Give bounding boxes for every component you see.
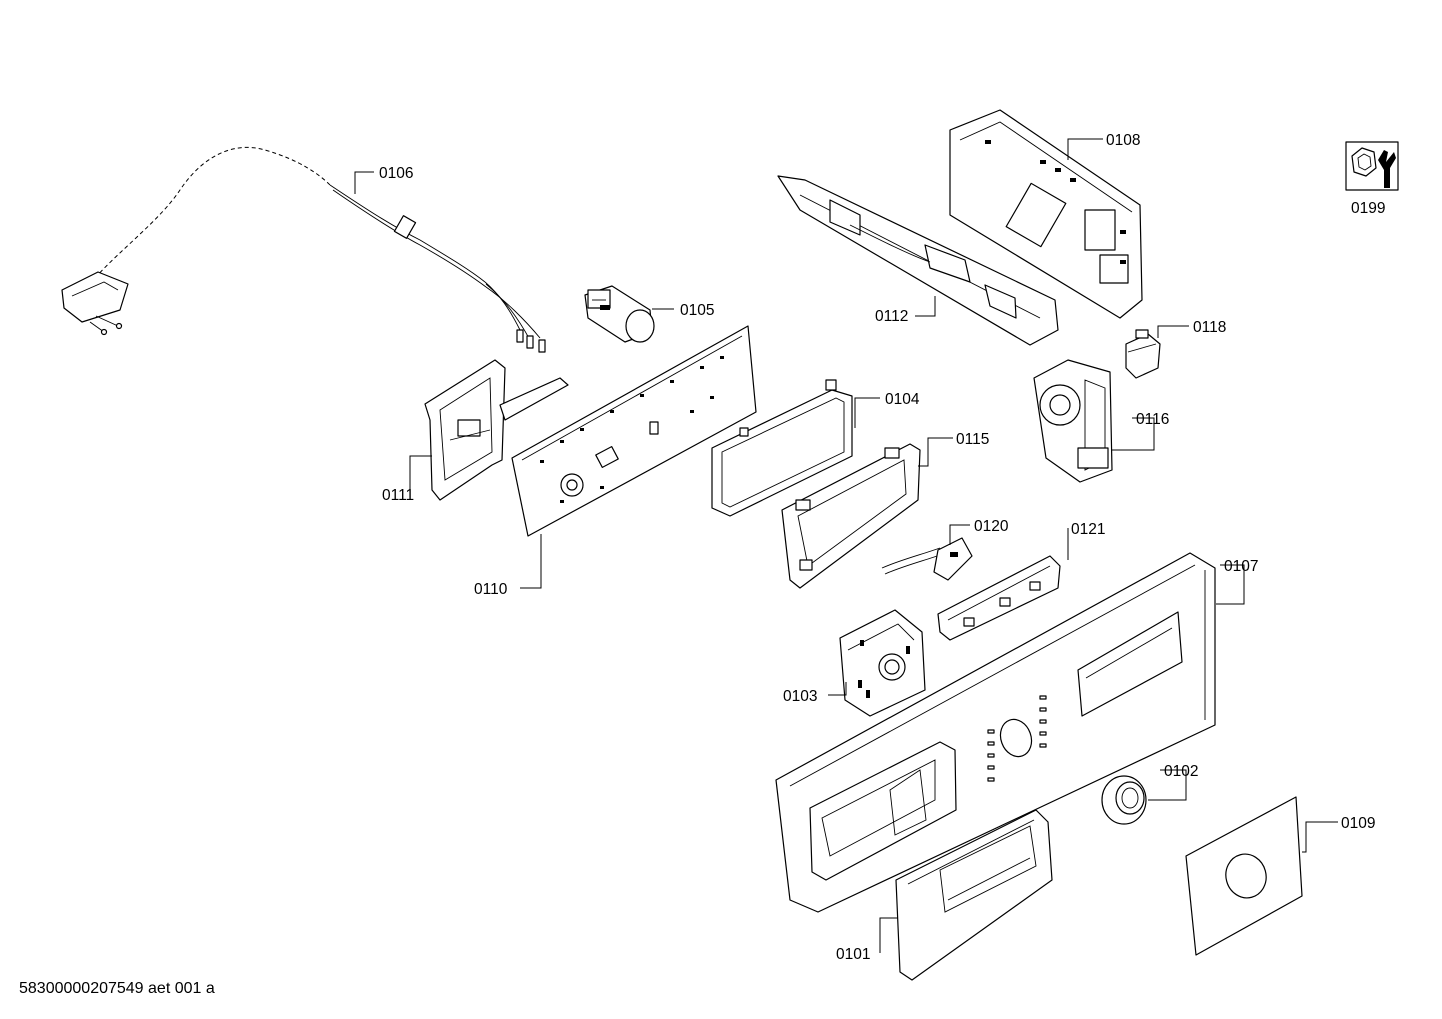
label-0104[interactable]: 0104 [885,391,920,408]
part-0107-control-fascia[interactable] [775,552,1216,913]
label-0110[interactable]: 0110 [474,581,508,598]
part-0111-bracket[interactable] [424,359,569,501]
label-0105[interactable]: 0105 [680,302,714,319]
drawing-reference-number: 58300000207549 aet 001 a [19,980,215,997]
part-0102-selector-knob[interactable] [1101,775,1147,825]
part-0112-support-rail[interactable] [777,175,1059,346]
label-0118[interactable]: 0118 [1193,319,1226,336]
part-0118-connector[interactable] [1125,329,1161,379]
label-0116[interactable]: 0116 [1136,411,1169,428]
part-0109-knob-trim[interactable] [1185,796,1303,956]
label-0109[interactable]: 0109 [1341,815,1375,832]
part-0104-display-window[interactable] [711,379,853,517]
label-0111[interactable]: 0111 [382,487,414,504]
part-0105-capacitor[interactable] [584,285,655,343]
label-0115[interactable]: 0115 [956,431,989,448]
part-0106-power-cord[interactable] [61,146,546,353]
label-0121[interactable]: 0121 [1071,521,1105,538]
label-0102[interactable]: 0102 [1164,763,1198,780]
leader-lines [354,138,1338,953]
label-0199[interactable]: 0199 [1351,200,1385,217]
part-0116-fan-housing[interactable] [1033,359,1113,483]
part-labels: 0106 0105 0108 0112 0118 0116 0104 0115 … [379,132,1385,963]
part-0120-sensor-wire[interactable] [881,537,973,581]
part-0103-program-selector[interactable] [839,609,926,717]
label-0107[interactable]: 0107 [1224,558,1258,575]
label-0101[interactable]: 0101 [836,946,870,963]
part-0110-control-pcb[interactable] [511,325,757,537]
part-0115-display-frame[interactable] [781,443,921,589]
label-0106[interactable]: 0106 [379,165,413,182]
label-0108[interactable]: 0108 [1106,132,1140,149]
label-0120[interactable]: 0120 [974,518,1009,535]
label-0103[interactable]: 0103 [783,688,817,705]
part-0121-cover-strip[interactable] [937,555,1061,641]
part-0108-electronic-module[interactable] [949,109,1143,319]
part-0101-drawer-front[interactable] [895,809,1053,981]
label-0112[interactable]: 0112 [875,308,908,325]
wrench-nut-icon [1345,141,1399,191]
